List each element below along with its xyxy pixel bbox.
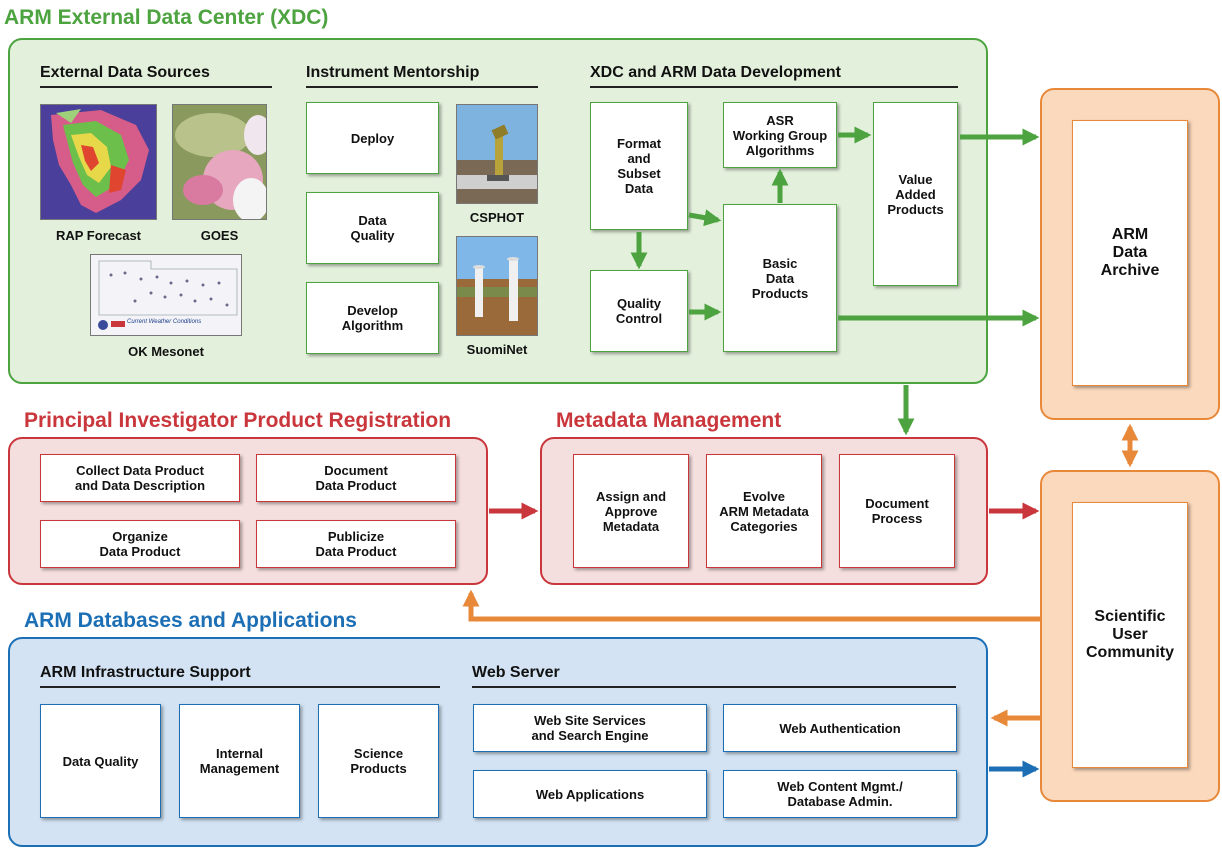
databases-title: ARM Databases and Applications xyxy=(24,609,357,632)
web-content-mgmt-box[interactable]: Web Content Mgmt./ Database Admin. xyxy=(723,770,957,818)
arrow-format-to-basic xyxy=(688,209,722,227)
quality-control-box[interactable]: Quality Control xyxy=(590,270,688,352)
pi-title: Principal Investigator Product Registrat… xyxy=(24,409,452,432)
infrastructure-heading: ARM Infrastructure Support xyxy=(40,664,251,681)
data-quality-box[interactable]: Data Quality xyxy=(306,192,439,264)
arrow-community-to-pi xyxy=(462,589,1040,622)
xdc-title: ARM External Data Center (XDC) xyxy=(4,6,329,29)
basic-products-box[interactable]: Basic Data Products xyxy=(723,204,837,352)
asr-box[interactable]: ASR Working Group Algorithms xyxy=(723,102,837,168)
external-sources-rule xyxy=(40,86,272,88)
develop-algorithm-box[interactable]: Develop Algorithm xyxy=(306,282,439,354)
assign-approve-box[interactable]: Assign and Approve Metadata xyxy=(573,454,689,568)
scientific-user-community-box[interactable]: Scientific User Community xyxy=(1072,502,1188,768)
document-data-product-box[interactable]: Document Data Product xyxy=(256,454,456,502)
document-process-box[interactable]: Document Process xyxy=(839,454,955,568)
web-site-services-box[interactable]: Web Site Services and Search Engine xyxy=(473,704,707,752)
ok-mesonet-image: Current Weather Conditions xyxy=(90,254,242,336)
organize-data-product-box[interactable]: Organize Data Product xyxy=(40,520,240,568)
science-products-box[interactable]: Science Products xyxy=(318,704,439,818)
value-added-box[interactable]: Value Added Products xyxy=(873,102,958,286)
deploy-box[interactable]: Deploy xyxy=(306,102,439,174)
infra-data-quality-box[interactable]: Data Quality xyxy=(40,704,161,818)
web-applications-box[interactable]: Web Applications xyxy=(473,770,707,818)
evolve-categories-box[interactable]: Evolve ARM Metadata Categories xyxy=(706,454,822,568)
mesonet-footer: Current Weather Conditions xyxy=(127,319,202,325)
collect-data-product-box[interactable]: Collect Data Product and Data Descriptio… xyxy=(40,454,240,502)
development-rule xyxy=(590,86,958,88)
internal-management-box[interactable]: Internal Management xyxy=(179,704,300,818)
external-sources-heading: External Data Sources xyxy=(40,64,210,81)
publicize-data-product-box[interactable]: Publicize Data Product xyxy=(256,520,456,568)
web-server-heading: Web Server xyxy=(472,664,560,681)
metadata-title: Metadata Management xyxy=(556,409,782,432)
suominet-image xyxy=(456,236,538,336)
arm-data-archive-box[interactable]: ARM Data Archive xyxy=(1072,120,1188,386)
rap-forecast-caption: RAP Forecast xyxy=(55,228,141,243)
suominet-caption: SuomiNet xyxy=(466,342,528,357)
csphot-caption: CSPHOT xyxy=(469,210,525,225)
mentorship-rule xyxy=(306,86,538,88)
mentorship-heading: Instrument Mentorship xyxy=(306,64,480,81)
csphot-image xyxy=(456,104,538,204)
development-heading: XDC and ARM Data Development xyxy=(590,64,841,81)
ok-mesonet-caption: OK Mesonet xyxy=(128,344,204,359)
format-subset-box[interactable]: Format and Subset Data xyxy=(590,102,688,230)
web-server-rule xyxy=(472,686,956,688)
web-authentication-box[interactable]: Web Authentication xyxy=(723,704,957,752)
rap-forecast-image xyxy=(40,104,157,220)
infrastructure-rule xyxy=(40,686,440,688)
goes-image xyxy=(172,104,267,220)
goes-caption: GOES xyxy=(200,228,239,243)
